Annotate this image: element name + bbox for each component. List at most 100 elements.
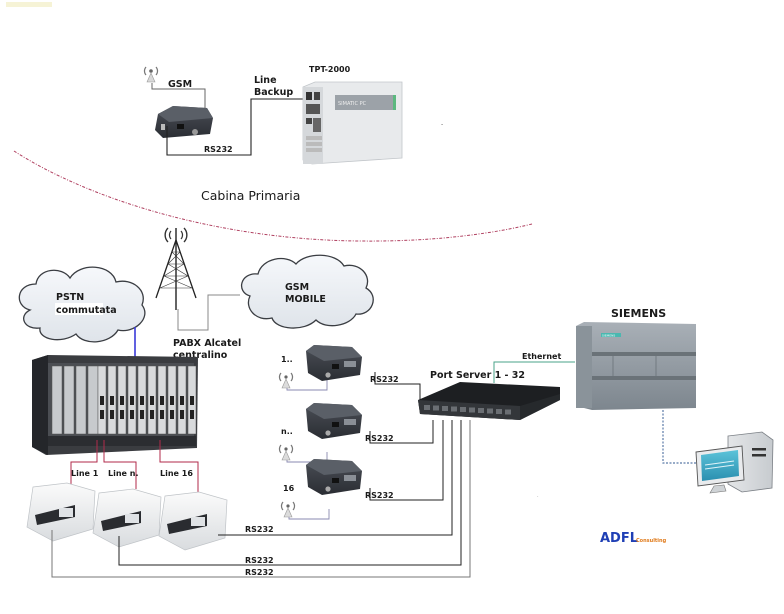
pabx-port: [160, 410, 164, 419]
gsm-cloud-line1: GSM: [285, 282, 309, 293]
pabx-label-line2: centralino: [173, 350, 228, 361]
gsm-modem-label: 16: [283, 484, 295, 493]
pabx-port: [120, 410, 124, 419]
pabx-port: [120, 396, 124, 405]
rs232-cable: [369, 420, 434, 444]
bottom-rs232-cables: [51, 420, 471, 578]
rs232-bottom-label-1: RS232: [245, 525, 274, 534]
small-dash: -: [441, 121, 443, 128]
serial-port: [469, 407, 475, 413]
pstn-cloud-line2: commutata: [56, 305, 117, 316]
line-1-label: Line 1: [71, 469, 99, 478]
pabx-port: [100, 396, 104, 405]
serial-port: [460, 407, 466, 412]
pabx-port: [130, 410, 134, 419]
gsm-cloud-line2: MOBILE: [285, 294, 326, 305]
pabx-port: [150, 410, 154, 419]
gsm-modem: [306, 459, 362, 495]
serial-port: [496, 409, 502, 414]
logo-main-text: ADFL: [600, 531, 638, 546]
cell-tower-icon: [155, 227, 197, 310]
tpt-2000-label: TPT-2000: [309, 65, 351, 74]
line-n-label: Line n.: [108, 469, 138, 478]
pabx-card: [63, 365, 75, 435]
pabx-port: [190, 396, 194, 405]
gsm-modem-unit: 1.. RS232: [278, 345, 421, 405]
pabx-port: [100, 410, 104, 419]
pstn-modem-n: [92, 488, 162, 548]
pabx-port: [110, 410, 114, 419]
pabx-port: [110, 396, 114, 405]
pabx-port: [140, 410, 144, 419]
gsm-mobile-cloud: GSM MOBILE: [240, 254, 374, 329]
port-server-label: Port Server 1 - 32: [430, 370, 525, 381]
gsm-modem-label: n..: [281, 427, 293, 436]
pstn-cloud: PSTN commutata: [18, 266, 146, 343]
rs232-label: RS232: [370, 375, 399, 384]
gsm-modem-label: 1..: [281, 355, 293, 364]
antenna-icon: [280, 501, 296, 518]
antenna-icon: [278, 372, 294, 389]
antenna-cable: [288, 509, 330, 520]
pabx-port: [180, 410, 184, 419]
cabina-boundary-arc: [13, 150, 533, 242]
rs232-top-label: RS232: [204, 145, 233, 154]
pabx-card: [75, 365, 87, 435]
header-artifact: [6, 2, 52, 7]
line-backup-label-2: Backup: [254, 87, 293, 98]
rs232-cable: [374, 372, 421, 405]
tpt-brand-label: SIMATIC PC: [338, 101, 367, 107]
antenna-cable: [151, 83, 206, 108]
antenna-cable: [286, 380, 328, 391]
ethernet-label: Ethernet: [522, 352, 561, 361]
small-mark: .: [537, 493, 539, 499]
pabx-port: [180, 396, 184, 405]
gsm-modem-top: [155, 106, 213, 138]
gsm-modem: [306, 403, 362, 439]
cabina-primaria-label: Cabina Primaria: [201, 188, 300, 203]
serial-port: [487, 408, 493, 414]
rs232-bottom-label-3: RS232: [245, 568, 274, 577]
serial-port: [433, 405, 439, 411]
tpt-2000-pc: SIMATIC PC: [302, 81, 403, 165]
rs232-label: RS232: [365, 434, 394, 443]
adfl-logo: ADFL Consulting: [600, 531, 667, 546]
gsm-modem-unit: n.. RS232: [278, 403, 434, 463]
rs232-bottom-label-2: RS232: [245, 556, 274, 565]
pstn-modem-1: [26, 482, 96, 542]
gsm-label: GSM: [168, 79, 192, 90]
line-16-label: Line 16: [160, 469, 193, 478]
pabx-port: [140, 396, 144, 405]
plc-pc-link: [662, 410, 697, 464]
top-section: GSM RS232 Line Backup TPT-2000: [143, 65, 443, 165]
desktop-pc-icon: [695, 431, 774, 494]
pstn-cloud-line1: PSTN: [56, 292, 84, 303]
siemens-plc: SIEMENS: [576, 322, 696, 410]
antenna-cable: [286, 452, 328, 463]
serial-port: [451, 406, 457, 412]
pabx-line-cables: [70, 440, 199, 494]
pabx-card: [51, 365, 63, 435]
pabx-port: [150, 396, 154, 405]
plc-badge: SIEMENS: [602, 334, 615, 338]
pabx-port: [170, 396, 174, 405]
serial-port: [424, 405, 430, 410]
port-server: [418, 382, 560, 420]
antenna-icon: [278, 444, 294, 461]
siemens-label: SIEMENS: [611, 307, 666, 320]
pstn-modem-16: [158, 491, 228, 551]
rs232-label: RS232: [365, 491, 394, 500]
line-backup-label-1: Line: [254, 75, 277, 86]
pabx-cards: [51, 365, 197, 435]
gsm-modem: [306, 345, 362, 381]
tower-cloud-link: [177, 294, 240, 331]
logo-sub-text: Consulting: [636, 538, 667, 544]
ethernet-link: [493, 361, 575, 383]
pabx-card: [87, 365, 99, 435]
pabx-port: [170, 410, 174, 419]
antenna-icon: [143, 66, 159, 83]
pabx-rack: [32, 355, 198, 455]
